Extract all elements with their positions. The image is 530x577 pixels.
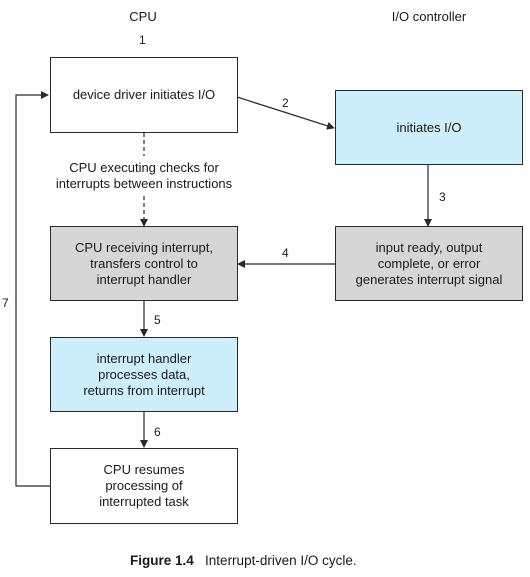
figure-caption: Figure 1.4 Interrupt-driven I/O cycle. (130, 553, 357, 568)
box-cpu-receiving-interrupt: CPU receiving interrupt, transfers contr… (50, 226, 238, 301)
box-interrupt-handler: interrupt handler processes data, return… (50, 337, 238, 412)
step-label-6: 6 (154, 425, 161, 439)
box-io-ready-interrupt-signal: input ready, output complete, or error g… (335, 226, 523, 301)
step-label-5: 5 (154, 313, 161, 327)
step-label-3: 3 (439, 190, 446, 204)
box-device-driver-initiates: device driver initiates I/O (50, 57, 238, 133)
figure-caption-text: Interrupt-driven I/O cycle. (205, 553, 357, 568)
box-io-initiates: initiates I/O (335, 90, 523, 165)
heading-cpu: CPU (129, 9, 157, 24)
step-label-2: 2 (282, 96, 289, 110)
step-label-4: 4 (282, 246, 289, 260)
arrow-7-loop (15, 91, 50, 487)
arrow-2 (236, 96, 335, 130)
polling-note: CPU executing checks for interrupts betw… (55, 160, 233, 191)
heading-io-controller: I/O controller (391, 9, 467, 24)
step-label-7: 7 (2, 296, 9, 310)
figure-number: Figure 1.4 (130, 553, 194, 568)
box-cpu-resumes: CPU resumes processing of interrupted ta… (50, 448, 238, 524)
step-label-1: 1 (139, 33, 146, 47)
